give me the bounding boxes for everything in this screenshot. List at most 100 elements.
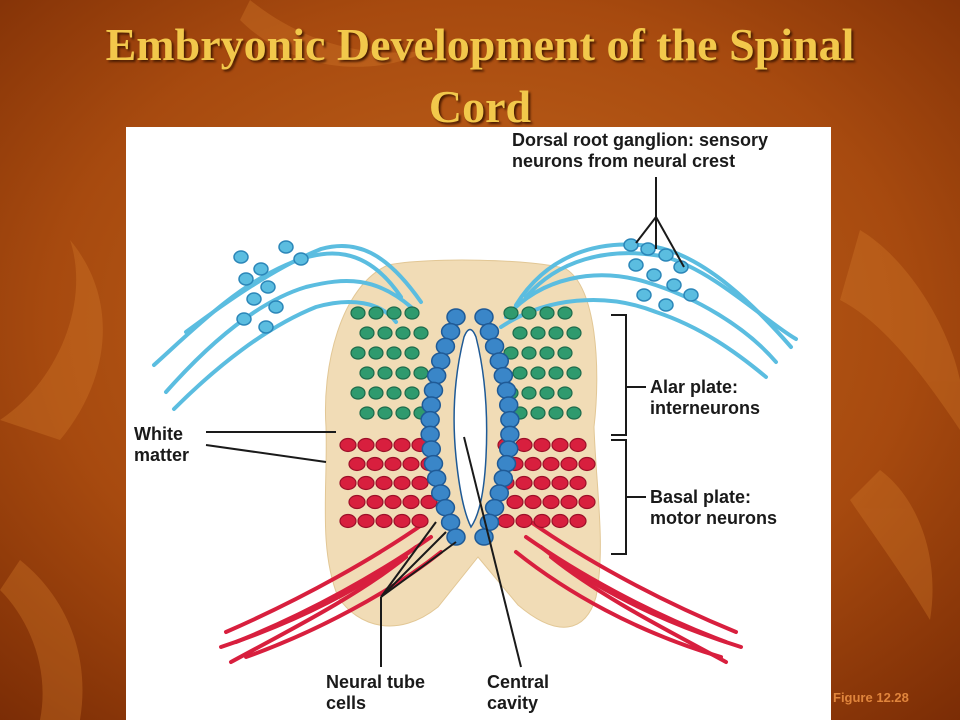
motor-neuron-cell bbox=[542, 456, 560, 472]
sensory-neuron-cell bbox=[666, 278, 682, 292]
motor-neuron-cell bbox=[515, 475, 533, 491]
neural-tube-cell bbox=[493, 366, 514, 385]
motor-neuron-cell bbox=[551, 437, 569, 453]
interneuron-cell bbox=[548, 406, 564, 420]
interneuron-cell bbox=[377, 406, 393, 420]
neural-tube-cell bbox=[446, 528, 466, 546]
neural-tube-cell bbox=[435, 337, 456, 356]
motor-neuron-cell bbox=[357, 475, 375, 491]
alar-interneurons-left bbox=[350, 306, 429, 420]
motor-neuron-cell bbox=[411, 513, 429, 529]
motor-neuron-cell bbox=[384, 494, 402, 510]
interneuron-cell bbox=[548, 326, 564, 340]
motor-neuron-cell bbox=[393, 513, 411, 529]
neural-tube-cell bbox=[500, 425, 520, 444]
sensory-neuron-cell bbox=[646, 268, 662, 282]
interneuron-cell bbox=[512, 326, 528, 340]
dorsal-root-ganglion-left bbox=[152, 243, 423, 411]
sensory-neuron-cell bbox=[253, 262, 269, 276]
motor-neuron-cell bbox=[375, 475, 393, 491]
interneuron-cell bbox=[557, 306, 573, 320]
basal-motor-neurons-left bbox=[339, 437, 438, 529]
motor-neuron-cell bbox=[506, 494, 524, 510]
interneuron-cell bbox=[548, 366, 564, 380]
interneuron-cell bbox=[404, 306, 420, 320]
motor-neuron-cell bbox=[560, 456, 578, 472]
interneuron-cell bbox=[557, 346, 573, 360]
motor-neuron-cell bbox=[339, 437, 357, 453]
neural-tube-cell bbox=[421, 396, 442, 414]
sensory-neuron-cell bbox=[658, 248, 674, 262]
neural-tube-cell bbox=[426, 469, 447, 488]
interneuron-cell bbox=[530, 366, 546, 380]
sensory-neuron-cell bbox=[636, 288, 652, 302]
neural-tube-cell bbox=[498, 396, 519, 414]
interneuron-cell bbox=[395, 406, 411, 420]
slide-title: Embryonic Development of the Spinal Cord bbox=[105, 19, 855, 132]
interneuron-cell bbox=[521, 306, 537, 320]
neural-tube-cell bbox=[484, 337, 505, 356]
motor-neuron-cell bbox=[542, 494, 560, 510]
motor-neuron-cell bbox=[551, 475, 569, 491]
neural-tube-cell bbox=[435, 498, 456, 517]
motor-neuron-cell bbox=[393, 475, 411, 491]
neural-tube-cell bbox=[420, 410, 440, 429]
interneuron-cell bbox=[377, 366, 393, 380]
sensory-neuron-cell bbox=[278, 240, 294, 254]
neural-tube-cell bbox=[489, 484, 510, 502]
motor-neuron-cell bbox=[402, 494, 420, 510]
motor-neuron-cell bbox=[402, 456, 420, 472]
motor-neuron-cell bbox=[375, 437, 393, 453]
interneuron-cell bbox=[359, 366, 375, 380]
neural-tube-cell bbox=[423, 454, 444, 473]
motor-neuron-cell bbox=[569, 475, 587, 491]
motor-neuron-cell bbox=[375, 513, 393, 529]
interneuron-cell bbox=[359, 406, 375, 420]
leader-lines bbox=[205, 177, 685, 668]
interneuron-cell bbox=[539, 306, 555, 320]
interneuron-cell bbox=[521, 386, 537, 400]
interneuron-cell bbox=[566, 366, 582, 380]
motor-neuron-cell bbox=[533, 437, 551, 453]
interneuron-cell bbox=[395, 366, 411, 380]
neural-tube-cell bbox=[430, 484, 451, 502]
interneuron-cell bbox=[413, 366, 429, 380]
sensory-neuron-cell bbox=[246, 292, 262, 306]
motor-neuron-cell bbox=[515, 513, 533, 529]
sensory-neuron-cell bbox=[293, 252, 309, 266]
motor-neuron-cell bbox=[533, 475, 551, 491]
interneuron-cell bbox=[386, 346, 402, 360]
interneuron-cell bbox=[359, 326, 375, 340]
motor-neuron-cell bbox=[524, 456, 542, 472]
motor-neuron-cell bbox=[551, 513, 569, 529]
interneuron-cell bbox=[386, 386, 402, 400]
basal-plate-bracket bbox=[611, 439, 646, 555]
interneuron-cell bbox=[521, 346, 537, 360]
neural-tube-cell bbox=[440, 322, 461, 341]
label-alar-plate: Alar plate: interneurons bbox=[650, 377, 761, 418]
sensory-neuron-cell bbox=[628, 258, 644, 272]
sensory-neuron-cell bbox=[260, 280, 276, 294]
interneuron-cell bbox=[350, 346, 366, 360]
motor-neuron-cell bbox=[569, 513, 587, 529]
neural-tube-cell bbox=[500, 410, 520, 429]
sensory-neuron-cell bbox=[640, 242, 656, 256]
interneuron-cell bbox=[404, 386, 420, 400]
sensory-neuron-cell bbox=[233, 250, 249, 264]
alar-plate-bracket bbox=[611, 314, 646, 436]
neural-tube-cell bbox=[474, 308, 494, 326]
figure-panel: Dorsal root ganglion: sensory neurons fr… bbox=[126, 127, 831, 720]
motor-neuron-cell bbox=[393, 437, 411, 453]
sensory-neuron-cell bbox=[258, 320, 274, 334]
motor-neuron-cell bbox=[497, 513, 515, 529]
motor-neuron-cell bbox=[420, 494, 438, 510]
interneuron-cell bbox=[386, 306, 402, 320]
neural-tube-cell bbox=[421, 440, 442, 458]
motor-neuron-cell bbox=[569, 437, 587, 453]
central-cavity bbox=[453, 328, 488, 529]
label-central-cavity: Central cavity bbox=[487, 672, 550, 713]
neural-tube-cell bbox=[493, 469, 514, 488]
interneuron-cell bbox=[377, 326, 393, 340]
sensory-neuron-cell bbox=[238, 272, 254, 286]
label-white-matter: White matter bbox=[134, 424, 190, 465]
